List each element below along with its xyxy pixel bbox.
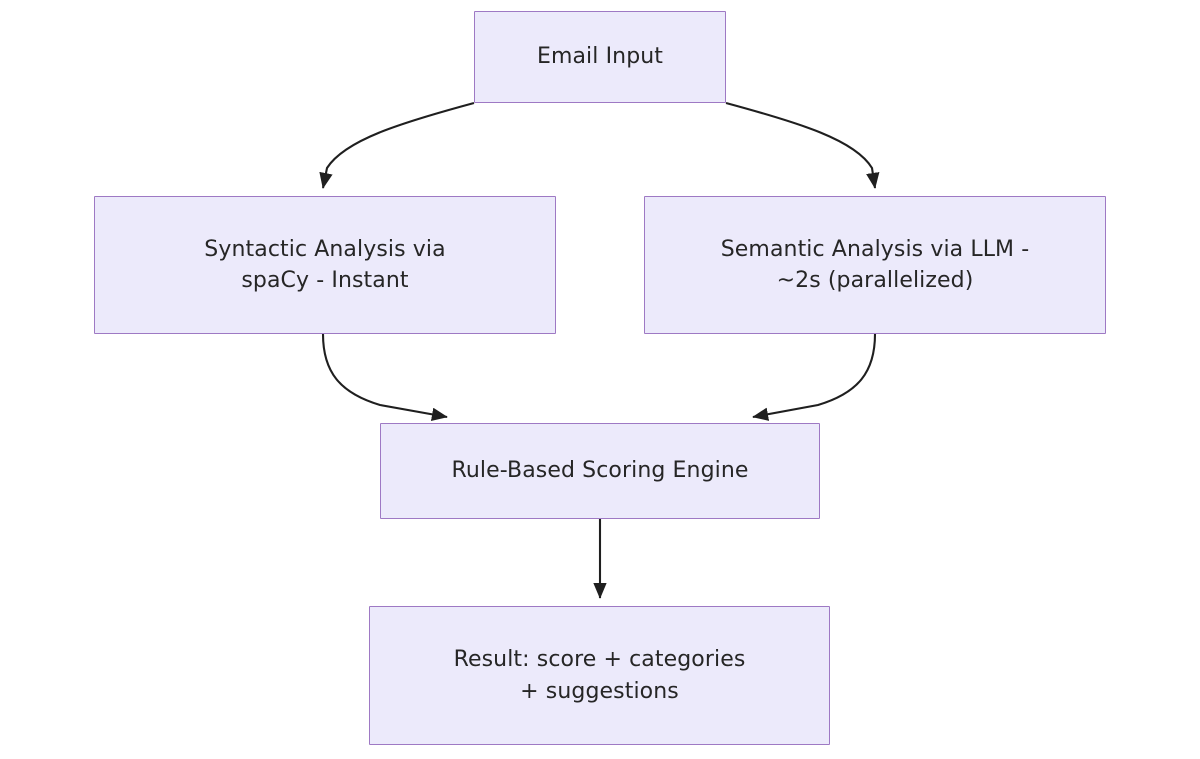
node-rule-based-scoring-engine[interactable]: Rule-Based Scoring Engine bbox=[380, 423, 820, 519]
edge-email-input-to-semantic bbox=[725, 101, 880, 189]
node-syntactic-analysis[interactable]: Syntactic Analysis via spaCy - Instant bbox=[94, 196, 556, 334]
node-syntactic-analysis-label: Syntactic Analysis via spaCy - Instant bbox=[204, 236, 446, 293]
edge-email-input-to-syntactic bbox=[319, 101, 475, 189]
node-semantic-analysis-label: Semantic Analysis via LLM - ~2s (paralle… bbox=[720, 236, 1030, 293]
node-result[interactable]: Result: score + categories + suggestions bbox=[369, 606, 830, 745]
node-result-label: Result: score + categories + suggestions bbox=[453, 647, 746, 704]
node-semantic-analysis[interactable]: Semantic Analysis via LLM - ~2s (paralle… bbox=[644, 196, 1106, 334]
edge-syntactic-to-scoring bbox=[321, 333, 448, 421]
node-email-input[interactable]: Email Input bbox=[474, 11, 726, 103]
node-email-input-label: Email Input bbox=[536, 44, 664, 70]
edge-semantic-to-scoring bbox=[752, 333, 877, 421]
node-rule-based-scoring-engine-label: Rule-Based Scoring Engine bbox=[451, 458, 749, 484]
